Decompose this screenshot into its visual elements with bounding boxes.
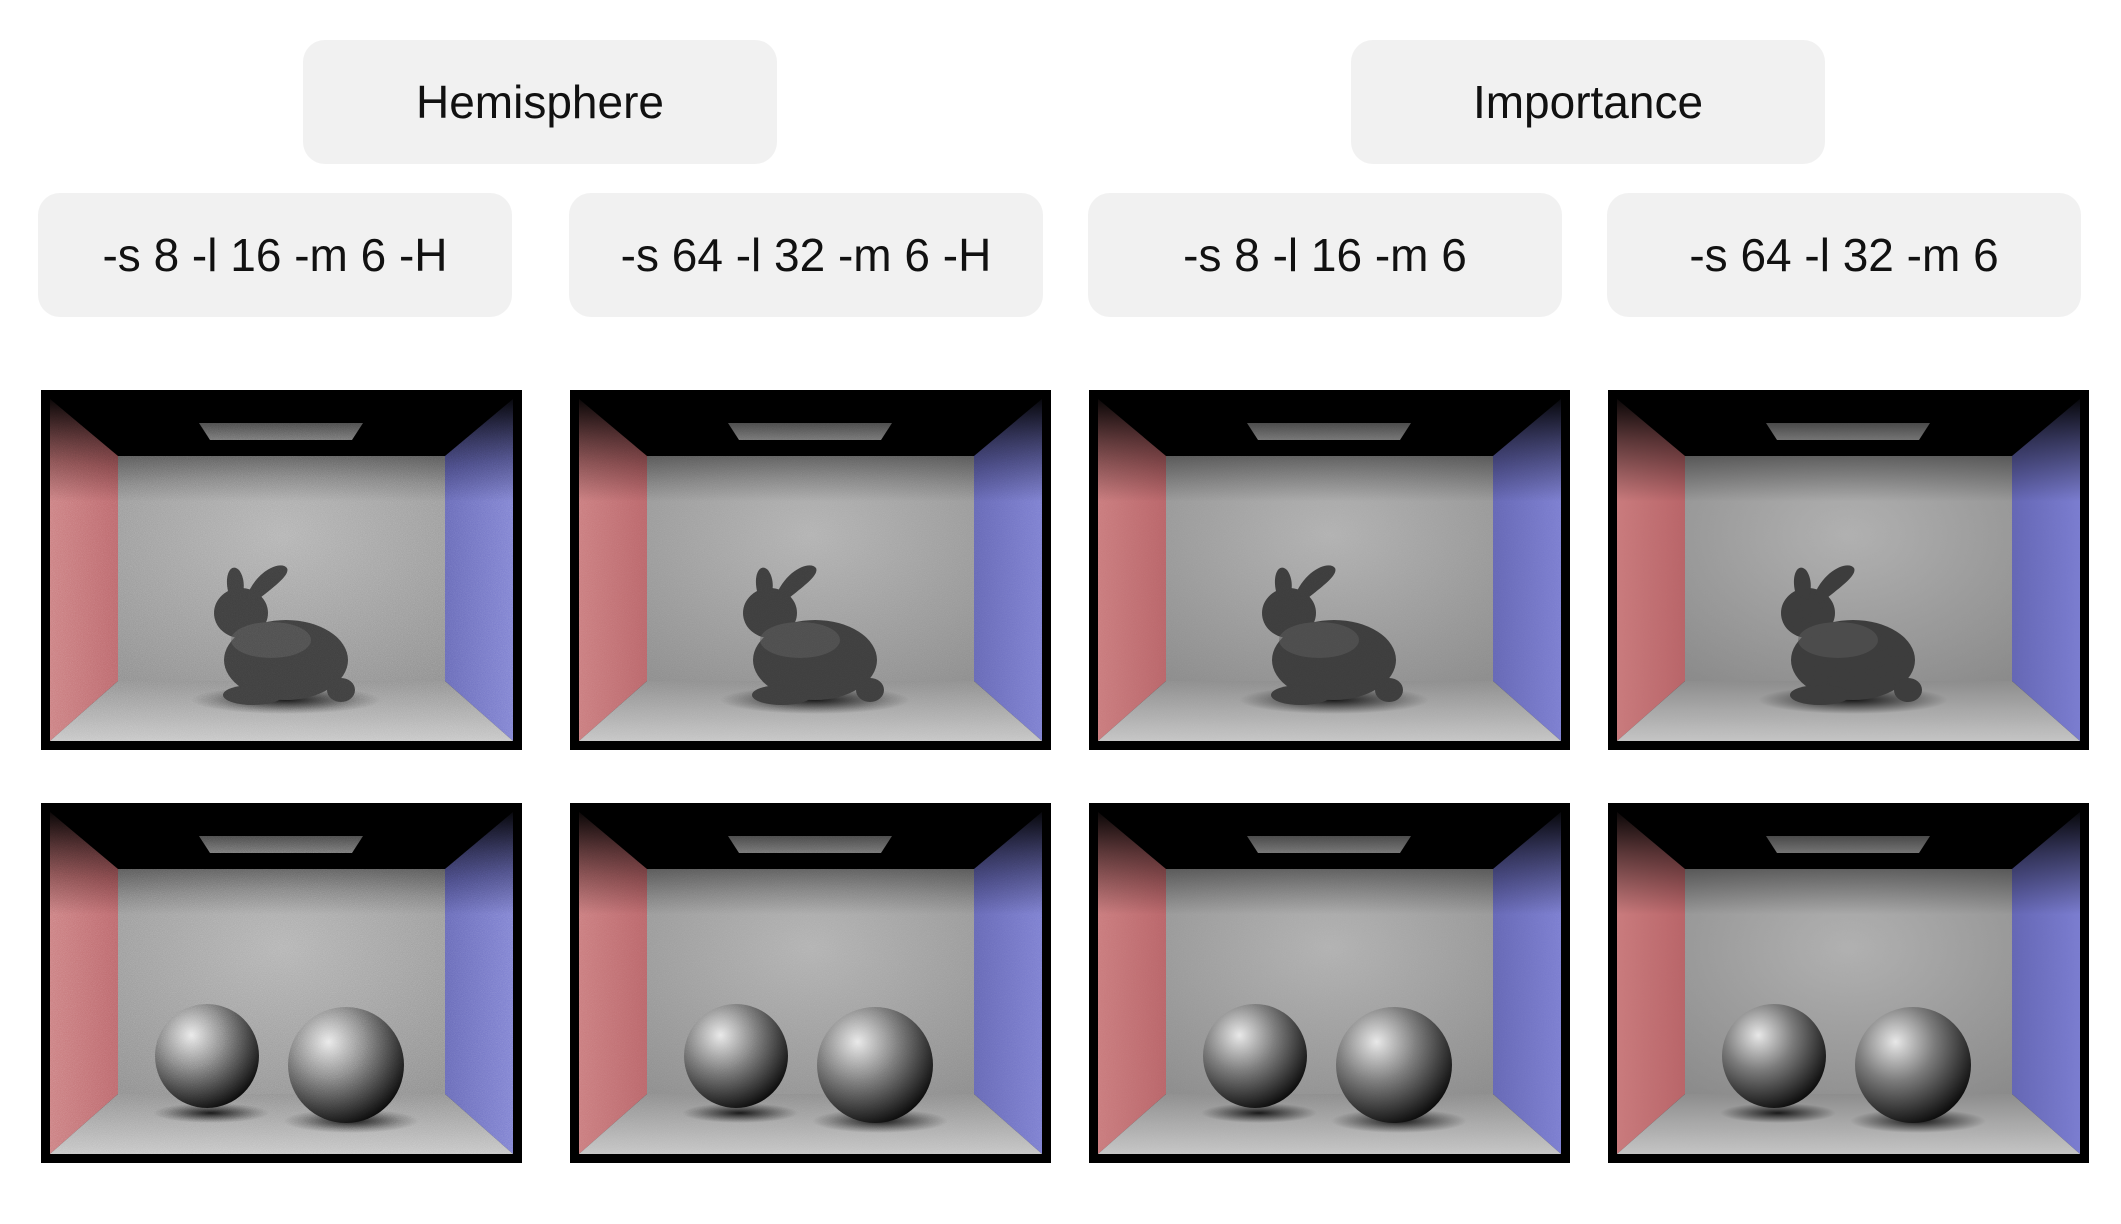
render-spheres-col2	[570, 803, 1051, 1163]
render-bunny-col2	[570, 390, 1051, 750]
render-spheres-col3	[1089, 803, 1570, 1163]
render-bunny-col3	[1089, 390, 1570, 750]
param-label-col2: -s 64 -l 32 -m 6 -H	[569, 193, 1043, 317]
group-label-hemisphere: Hemisphere	[303, 40, 777, 164]
param-label-col4: -s 64 -l 32 -m 6	[1607, 193, 2081, 317]
render-spheres-col4	[1608, 803, 2089, 1163]
render-bunny-col4	[1608, 390, 2089, 750]
param-label-col1: -s 8 -l 16 -m 6 -H	[38, 193, 512, 317]
render-spheres-col1	[41, 803, 522, 1163]
render-bunny-col1	[41, 390, 522, 750]
param-label-col3: -s 8 -l 16 -m 6	[1088, 193, 1562, 317]
group-label-importance: Importance	[1351, 40, 1825, 164]
